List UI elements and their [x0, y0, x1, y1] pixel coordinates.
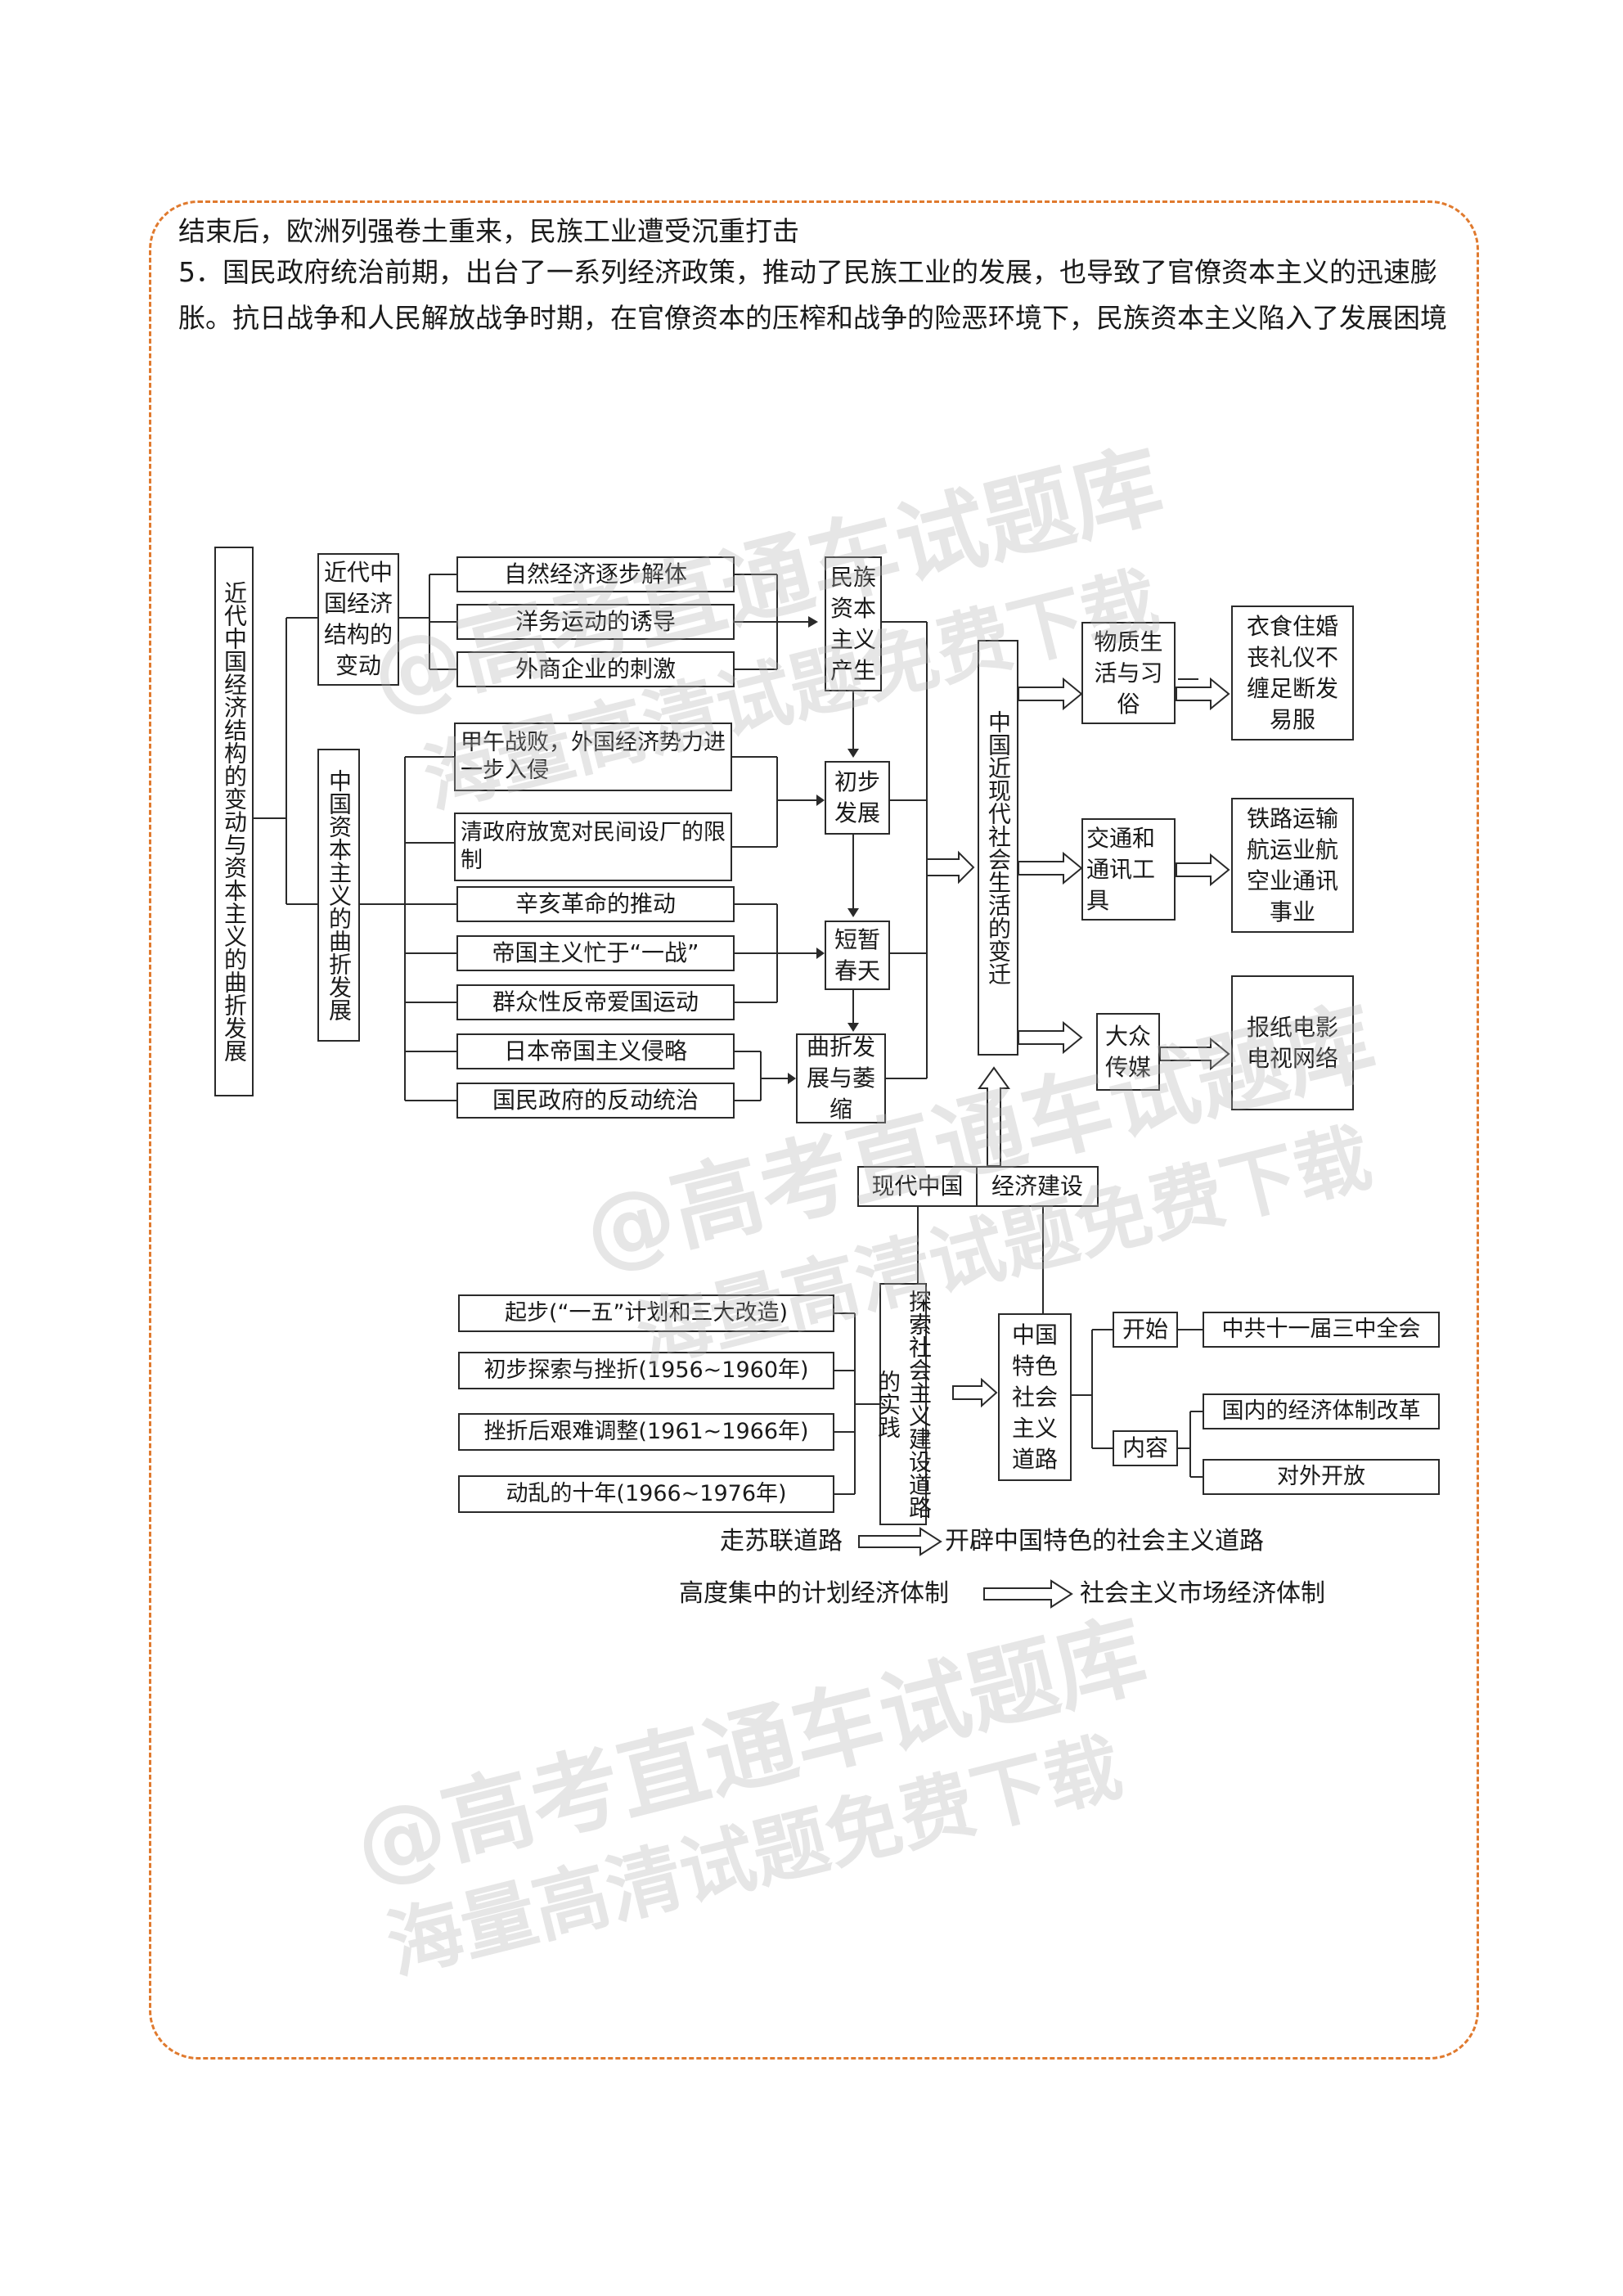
- cause-box: 群众性反帝爱国运动: [456, 984, 735, 1020]
- shift-from-text: 走苏联道路: [720, 1527, 843, 1555]
- content-label: 内容: [1113, 1430, 1178, 1466]
- explore-item: 挫折后艰难调整(1961~1966年): [458, 1413, 834, 1451]
- economic-construction-label: 经济建设: [976, 1166, 1099, 1207]
- cause-box: 洋务运动的诱导: [456, 604, 735, 640]
- life-box: 大众传媒: [1096, 1013, 1160, 1091]
- stage-box: 民族资本主义产生: [825, 556, 882, 691]
- cause-box: 日本帝国主义侵略: [456, 1033, 735, 1069]
- explore-socialism-box: 探索社会主义建设道路的实践: [874, 1283, 933, 1525]
- socialism-road-box: 中国特色社会主义道路: [998, 1313, 1072, 1481]
- explore-item: 动乱的十年(1966~1976年): [458, 1475, 834, 1513]
- stage-box: 曲折发展与萎缩: [796, 1033, 886, 1123]
- shift-to-text: 社会主义市场经济体制: [1080, 1579, 1325, 1608]
- content-value: 对外开放: [1203, 1459, 1440, 1495]
- cause-box: 清政府放宽对民间设厂的限制: [454, 813, 732, 881]
- dashed-frame: [149, 200, 1479, 2060]
- stage-box: 短暂春天: [825, 921, 890, 990]
- cause-box: 帝国主义忙于“一战”: [456, 935, 735, 971]
- start-value: 中共十一届三中全会: [1203, 1312, 1440, 1348]
- cause-box: 国民政府的反动统治: [456, 1083, 735, 1119]
- cause-box: 辛亥革命的推动: [456, 886, 735, 922]
- explore-item: 起步(“一五”计划和三大改造): [458, 1294, 834, 1332]
- life-box: 交通和通讯工具: [1081, 818, 1176, 921]
- stage-box: 初步发展: [825, 761, 890, 835]
- content-value: 国内的经济体制改革: [1203, 1393, 1440, 1429]
- cause-box: 外商企业的刺激: [456, 651, 735, 687]
- life-detail-box: 铁路运输航运业航空业通讯事业: [1231, 798, 1354, 933]
- life-detail-box: 衣食住婚丧礼仪不缠足断发易服: [1231, 606, 1354, 741]
- start-label: 开始: [1113, 1312, 1178, 1348]
- center-topic: 中国近现代社会生活的变迁: [978, 640, 1018, 1056]
- branch-capitalism-development: 中国资本主义的曲折发展: [317, 749, 360, 1042]
- text-line-1: 结束后，欧洲列强卷土重来，民族工业遭受沉重打击: [178, 215, 799, 247]
- life-detail-box: 报纸电影电视网络: [1231, 975, 1354, 1110]
- explore-item: 初步探索与挫折(1956~1960年): [458, 1352, 834, 1389]
- shift-to-text: 开辟中国特色的社会主义道路: [945, 1527, 1264, 1555]
- modern-china-label: 现代中国: [857, 1166, 978, 1207]
- life-box: 物质生活与习俗: [1081, 622, 1176, 724]
- cause-box: 甲午战败，外国经济势力进一步入侵: [454, 723, 732, 791]
- shift-from-text: 高度集中的计划经济体制: [679, 1579, 949, 1608]
- cause-box: 自然经济逐步解体: [456, 556, 735, 592]
- branch-economic-structure: 近代中国经济结构的变动: [317, 553, 399, 686]
- root-topic: 近代中国经济结构的变动与资本主义的曲折发展: [214, 547, 254, 1096]
- text-paragraph-5: 5．国民政府统治前期，出台了一系列经济政策，推动了民族工业的发展，也导致了官僚资…: [178, 256, 1447, 334]
